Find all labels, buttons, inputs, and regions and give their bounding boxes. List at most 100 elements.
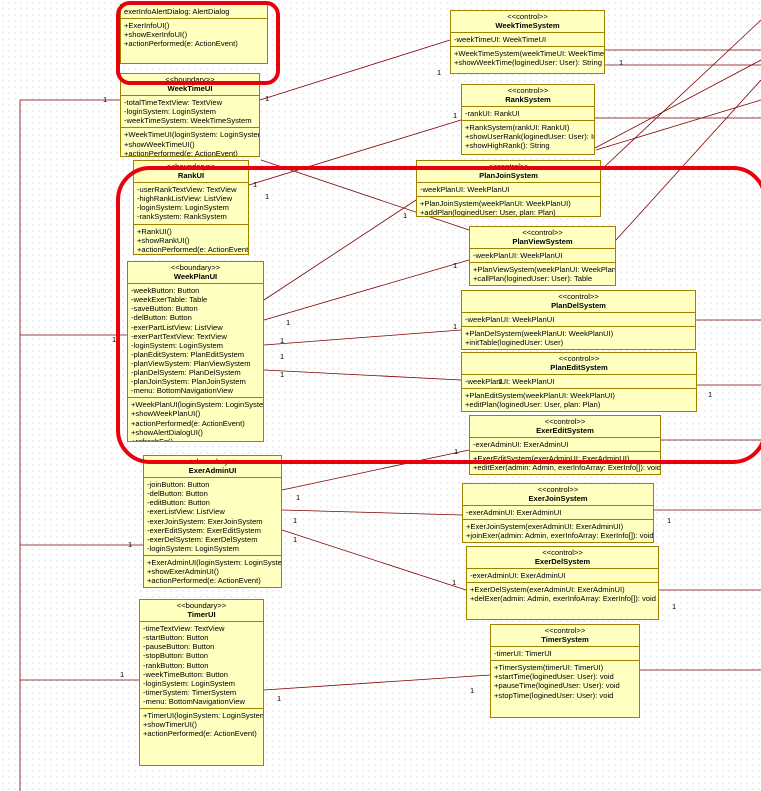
multiplicity-label: 1 xyxy=(403,211,408,220)
class-box-planeditsystem[interactable]: <<control>>PlanEditSystem-weekPlanUI: We… xyxy=(461,352,697,412)
class-attributes: -timerUI: TimerUI xyxy=(491,647,639,662)
attribute-row: -exerListView: ListView xyxy=(147,507,225,517)
attribute-row: -rankUI: RankUI xyxy=(465,109,520,119)
operation-row: +showWeekTimeUI() xyxy=(124,139,195,149)
class-stereotype: <<boundary>> xyxy=(170,263,221,272)
operation-row: +ExerInfoUI() xyxy=(124,21,170,31)
class-box-exereditsystem[interactable]: <<control>>ExerEditSystem-exerAdminUI: E… xyxy=(469,415,661,475)
class-stereotype: <<control>> xyxy=(558,292,599,301)
association-line xyxy=(595,99,761,151)
attribute-row: -exerDelSystem: ExerDelSystem xyxy=(147,534,258,544)
multiplicity-label: 1 xyxy=(453,111,458,120)
class-stereotype: <<control>> xyxy=(558,354,600,363)
class-operations: +RankSystem(rankUI: RankUI)+showUserRank… xyxy=(462,121,594,152)
class-box-weektimesystem[interactable]: <<control>>WeekTimeSystem-weekTimeUI: We… xyxy=(450,10,605,74)
class-name: TimerUI xyxy=(187,610,216,620)
association-line xyxy=(248,119,462,186)
class-stereotype: <<control>> xyxy=(488,162,529,171)
multiplicity-label: 1 xyxy=(286,318,291,327)
class-operations: +ExerInfoUI()+showExerInfoUI()+actionPer… xyxy=(121,19,267,50)
class-box-timersystem[interactable]: <<control>>TimerSystem-timerUI: TimerUI+… xyxy=(490,624,640,718)
attribute-row: -totalTimeTextView: TextView xyxy=(124,98,223,108)
operation-row: +pauseTime(loginedUser: User): void xyxy=(494,681,620,691)
class-box-exeradminui[interactable]: <<boundary>>ExerAdminUI -joinButton: Butt… xyxy=(143,455,282,588)
attribute-row: -timeTextView: TextView xyxy=(143,624,225,634)
attribute-row: -rankSystem: RankSystem xyxy=(137,212,227,222)
class-box-alert[interactable]: exerInfoAlertDialog: AlertDialog+ExerInf… xyxy=(120,4,268,64)
association-line xyxy=(281,509,463,516)
class-stereotype: <<boundary>> xyxy=(165,75,215,84)
attribute-row: -joinButton: Button xyxy=(147,480,210,490)
attribute-row: -exerAdminUI: ExerAdminUI xyxy=(473,440,569,450)
class-stereotype: <<control>> xyxy=(537,485,579,494)
class-header: <<control>>WeekTimeSystem xyxy=(451,11,604,34)
attribute-row: -delButton: Button xyxy=(131,313,192,323)
class-attributes: -exerAdminUI: ExerAdminUI xyxy=(467,569,658,584)
attribute-row: -weekTimeSystem: WeekTimeSystem xyxy=(124,116,252,126)
operation-row: +WeekPlanUI(loginSystem: LoginSystem) xyxy=(131,400,264,410)
association-line xyxy=(263,674,491,691)
class-box-ranksystem[interactable]: <<control>>RankSystem-rankUI: RankUI +Ran… xyxy=(461,84,595,155)
attribute-row: -saveButton: Button xyxy=(131,304,198,314)
attribute-row: -exerAdminUI: ExerAdminUI xyxy=(466,508,562,518)
class-box-exerdelsystem[interactable]: <<control>>ExerDelSystem -exerAdminUI: Ex… xyxy=(466,546,659,620)
association-line xyxy=(281,529,467,591)
operation-row: +delExer(admin: Admin, exerInfoArray: Ex… xyxy=(470,594,656,604)
class-name: ExerJoinSystem xyxy=(528,494,588,504)
class-operations: +ExerJoinSystem(exerAdminUI: ExerAdminUI… xyxy=(463,520,653,542)
class-header: <<control>>PlanDelSystem xyxy=(462,291,695,314)
class-header: <<boundary>>TimerUI xyxy=(140,600,263,623)
class-box-planjoinsystem[interactable]: <<control>>PlanJoinSystem-weekPlanUI: We… xyxy=(416,160,601,217)
association-line xyxy=(615,79,761,241)
operation-row: +initTable(loginedUser: User) xyxy=(465,338,564,348)
class-header: <<control>>PlanJoinSystem xyxy=(417,161,600,184)
class-operations: +ExerDelSystem(exerAdminUI: ExerAdminUI)… xyxy=(467,583,658,605)
multiplicity-label: 1 xyxy=(453,322,458,331)
class-operations: +PlanViewSystem(weekPlanUI: WeekPlanUI)+… xyxy=(470,263,615,285)
class-name: ExerDelSystem xyxy=(534,557,591,567)
class-header: <<control>>PlanEditSystem xyxy=(462,353,696,376)
attribute-row: -weekPlanUI: WeekPlanUI xyxy=(420,185,510,195)
class-operations: +WeekPlanUI(loginSystem: LoginSystem)+sh… xyxy=(128,398,264,441)
attribute-row: -loginSystem: LoginSystem xyxy=(143,678,236,688)
class-stereotype: <<control>> xyxy=(542,548,583,557)
attribute-row: -planViewSystem: PlanViewSystem xyxy=(131,358,251,368)
attribute-row: -weekTimeUI: WeekTimeUI xyxy=(454,35,547,45)
operation-row: +PlanViewSystem(weekPlanUI: WeekPlanUI) xyxy=(473,265,616,275)
multiplicity-label: 1 xyxy=(253,180,258,189)
operation-row: +showExerInfoUI() xyxy=(124,30,188,40)
multiplicity-label: 1 xyxy=(277,694,282,703)
operation-row: +WeekTimeSystem(weekTimeUI: WeekTimeUI) xyxy=(454,49,605,59)
class-stereotype: <<boundary>> xyxy=(187,457,238,466)
class-attributes: -weekButton: Button-weekExerTable: Table… xyxy=(128,284,263,399)
operation-row: +actionPerformed(e: ActionEvent) xyxy=(137,244,249,254)
class-operations: +PlanJoinSystem(weekPlanUI: WeekPlanUI)+… xyxy=(417,197,600,216)
multiplicity-label: 1 xyxy=(672,602,677,611)
class-box-exerjoinsystem[interactable]: <<control>>ExerJoinSystem -exerAdminUI: E… xyxy=(462,483,654,543)
attribute-row: -menu: BottomNavigationView xyxy=(143,696,246,706)
class-header: <<control>>PlanViewSystem xyxy=(470,227,615,250)
attribute-row: -timerUI: TimerUI xyxy=(494,649,552,659)
class-stereotype: <<control>> xyxy=(507,12,548,21)
attribute-row: -exerPartTextView: TextView xyxy=(131,331,227,341)
class-box-planviewsystem[interactable]: <<control>>PlanViewSystem-weekPlanUI: We… xyxy=(469,226,616,286)
operation-row: +PlanEditSystem(weekPlanUI: WeekPlanUI) xyxy=(465,391,615,401)
class-box-plandelsystem[interactable]: <<control>>PlanDelSystem-weekPlanUI: Wee… xyxy=(461,290,696,350)
multiplicity-label: 1 xyxy=(280,370,285,379)
class-box-weektimeui[interactable]: <<boundary>>WeekTimeUI-totalTimeTextView… xyxy=(120,73,260,157)
class-name: RankUI xyxy=(177,171,205,181)
multiplicity-label: 1 xyxy=(265,192,270,201)
association-line xyxy=(600,19,761,171)
operation-row: +editPlan(loginedUser: User, plan: Plan) xyxy=(465,400,601,410)
class-name: ExerAdminUI xyxy=(188,466,237,476)
class-header: <<control>>RankSystem xyxy=(462,85,594,108)
multiplicity-label: 1 xyxy=(708,390,713,399)
class-attributes: -totalTimeTextView: TextView-loginSystem… xyxy=(121,96,259,129)
class-box-weekplanui[interactable]: <<boundary>>WeekPlanUI-weekButton: Butto… xyxy=(127,261,264,442)
class-name: ExerEditSystem xyxy=(536,426,594,436)
class-operations: +WeekTimeUI(loginSystem: LoginSystem)+sh… xyxy=(121,128,259,156)
multiplicity-label: 1 xyxy=(128,540,133,549)
class-box-rankui[interactable]: <<boundary>>RankUI-userRankTextView: Tex… xyxy=(133,160,249,255)
class-box-timerui[interactable]: <<boundary>>TimerUI-timeTextView: TextVi… xyxy=(139,599,264,766)
multiplicity-label: 1 xyxy=(265,94,270,103)
